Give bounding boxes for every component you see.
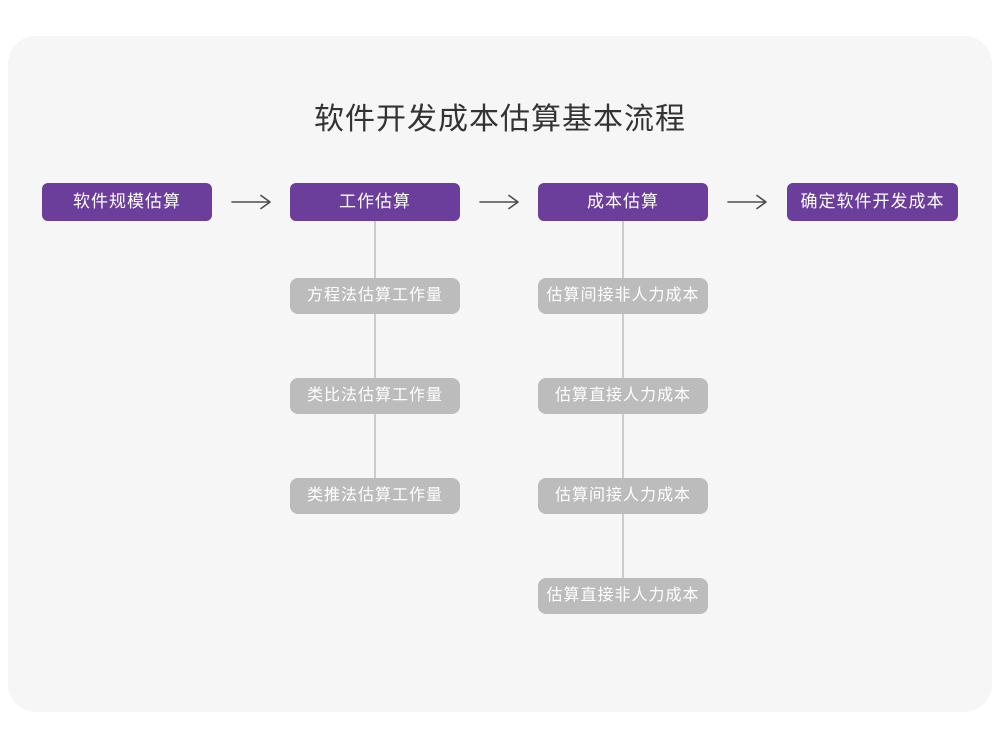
stage-box-effort-estimation: 工作估算 [290, 183, 460, 221]
sub-box-equation-method: 方程法估算工作量 [290, 278, 460, 314]
sub-box-direct-labor-cost: 估算直接人力成本 [538, 378, 708, 414]
arrow-right-icon [727, 194, 767, 210]
connector-line-effort [374, 221, 376, 483]
sub-box-extrapolation-method: 类推法估算工作量 [290, 478, 460, 514]
sub-box-indirect-non-labor-cost: 估算间接非人力成本 [538, 278, 708, 314]
arrow-right-icon [231, 194, 271, 210]
page-title: 软件开发成本估算基本流程 [314, 103, 686, 136]
stage-box-software-size-estimation: 软件规模估算 [42, 183, 212, 221]
stage-box-determine-development-cost: 确定软件开发成本 [787, 183, 958, 221]
stage-box-cost-estimation: 成本估算 [538, 183, 708, 221]
flowchart-card: 软件开发成本估算基本流程 软件规模估算 工作估算 成本估算 确定软件开发成本 方… [8, 36, 992, 712]
sub-box-analogy-method: 类比法估算工作量 [290, 378, 460, 414]
sub-box-indirect-labor-cost: 估算间接人力成本 [538, 478, 708, 514]
arrow-right-icon [479, 194, 519, 210]
sub-box-direct-non-labor-cost: 估算直接非人力成本 [538, 578, 708, 614]
